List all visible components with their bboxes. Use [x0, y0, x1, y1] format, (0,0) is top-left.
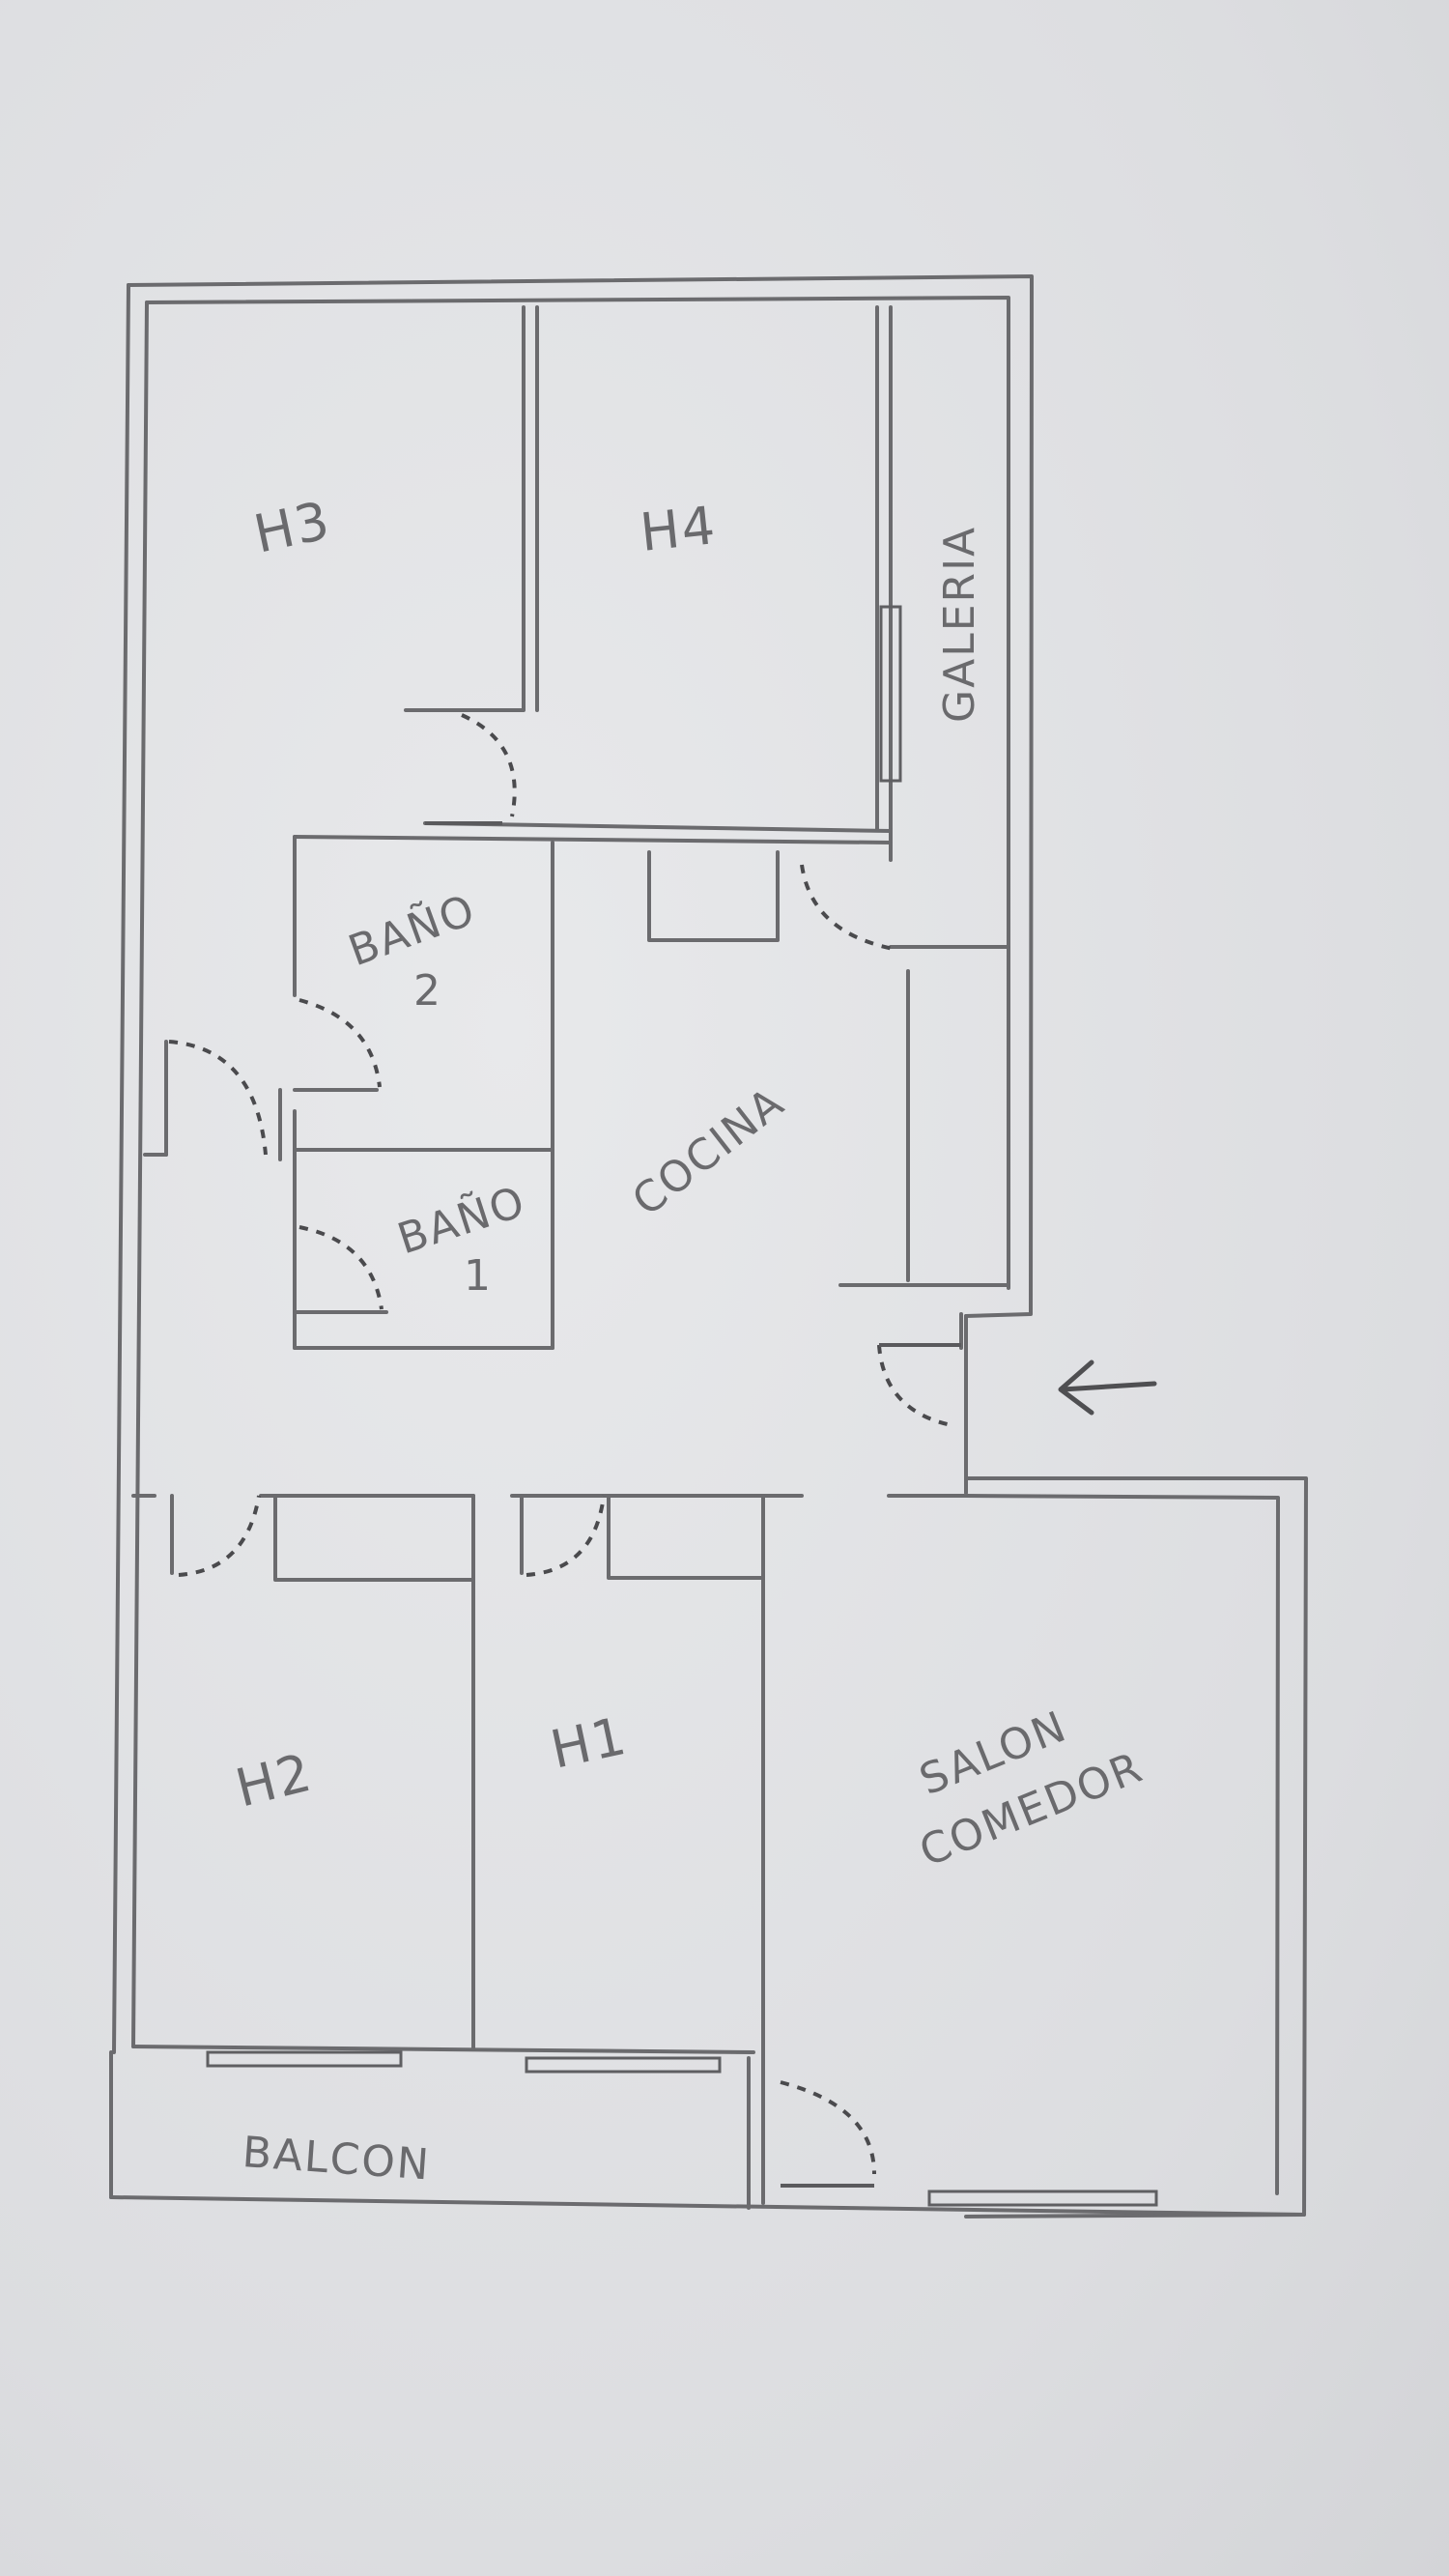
door-galeria	[800, 864, 895, 951]
arrow-left-icon	[1058, 1360, 1157, 1416]
bathroom-walls	[143, 835, 554, 1350]
door-salon	[780, 2080, 876, 2188]
door-entrance	[877, 1343, 961, 1427]
room-label-cocina: COCINA	[623, 1077, 793, 1226]
door-h2	[178, 1495, 261, 1577]
kitchen-counters	[647, 841, 1010, 1287]
room-label-h3: H3	[249, 490, 336, 565]
door-h3	[425, 713, 517, 825]
room-label-h1: H1	[546, 1705, 633, 1781]
outer-walls	[109, 274, 1308, 2218]
room-label-balcon: BALCON	[241, 2128, 432, 2190]
door-bano2	[298, 998, 382, 1088]
room-label-bano1-number: 1	[464, 1251, 493, 1301]
room-label-bano2-number: 2	[413, 966, 442, 1016]
bedroom-walls-bottom	[131, 1494, 804, 2210]
bedroom-walls-top	[293, 305, 893, 844]
door-h1	[526, 1495, 606, 1577]
room-label-h2: H2	[230, 1741, 319, 1818]
room-label-h4: H4	[638, 495, 720, 563]
door-bano1	[298, 1225, 384, 1310]
room-label-bano1: BAÑO	[391, 1176, 531, 1264]
room-label-galeria: GALERIA	[935, 526, 984, 723]
room-label-bano2: BAÑO	[342, 884, 482, 976]
galeria-window	[879, 605, 902, 783]
door-hall	[168, 1040, 268, 1156]
balcony-windows	[206, 2050, 1158, 2207]
entrance-walls	[887, 1312, 968, 1498]
